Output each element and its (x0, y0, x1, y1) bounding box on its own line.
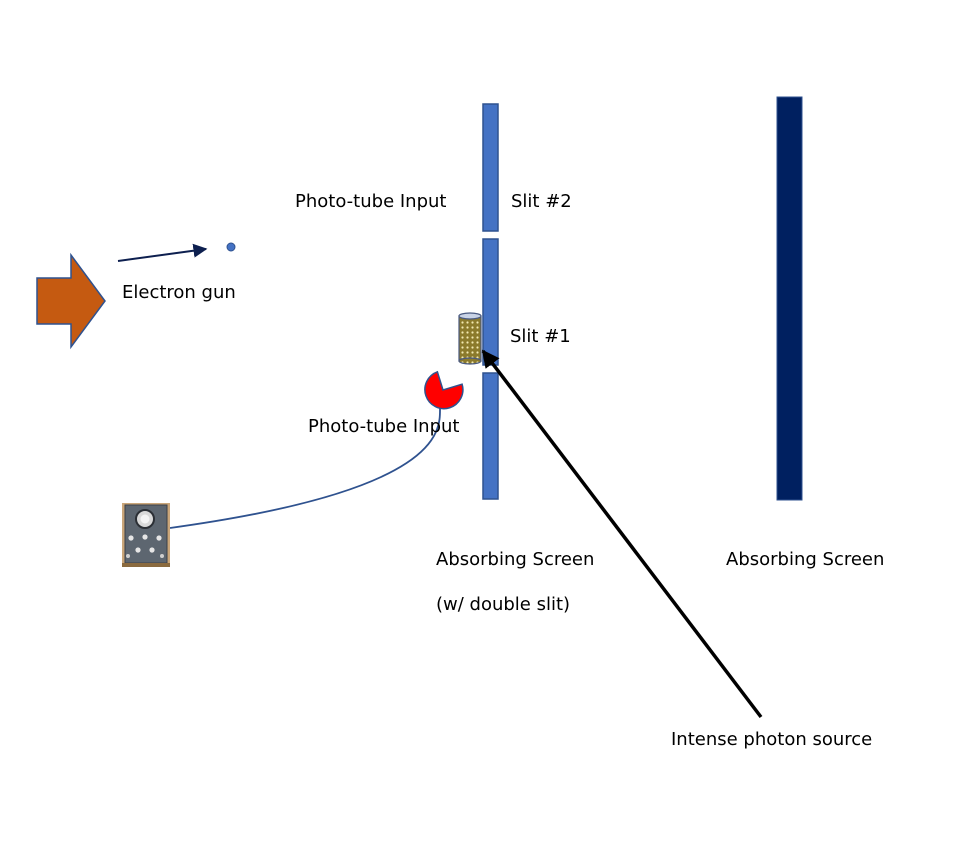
absorbing-screen-label-right: Absorbing Screen (726, 549, 885, 570)
slit-1-label: Slit #1 (510, 326, 571, 347)
electron-dot (226, 242, 236, 252)
absorbing-screen-label-left: Absorbing Screen (436, 549, 595, 570)
phototube-cable (169, 407, 441, 529)
slit-screen-top-segment (482, 103, 499, 232)
dotted-cylinder-icon (458, 312, 482, 365)
photon-source-label: Intense photon source (671, 729, 873, 750)
phototube-input-label-bottom: Photo-tube Input (308, 416, 460, 437)
electron-gun-label: Electron gun (122, 282, 236, 303)
slit-screen-bottom-segment (482, 372, 499, 500)
oscilloscope-device-icon (122, 503, 170, 567)
electron-path-arrow (117, 243, 208, 262)
double-slit-note: (w/ double slit) (436, 594, 571, 615)
photon-beam-arrow (481, 349, 763, 719)
pac-man-sensor-icon (424, 370, 464, 410)
slit-2-label: Slit #2 (511, 191, 572, 212)
phototube-input-label-top: Photo-tube Input (295, 191, 447, 212)
slit-screen-middle-segment (482, 238, 499, 366)
back-absorbing-screen (776, 96, 803, 501)
block-arrow-right-icon (36, 252, 106, 350)
